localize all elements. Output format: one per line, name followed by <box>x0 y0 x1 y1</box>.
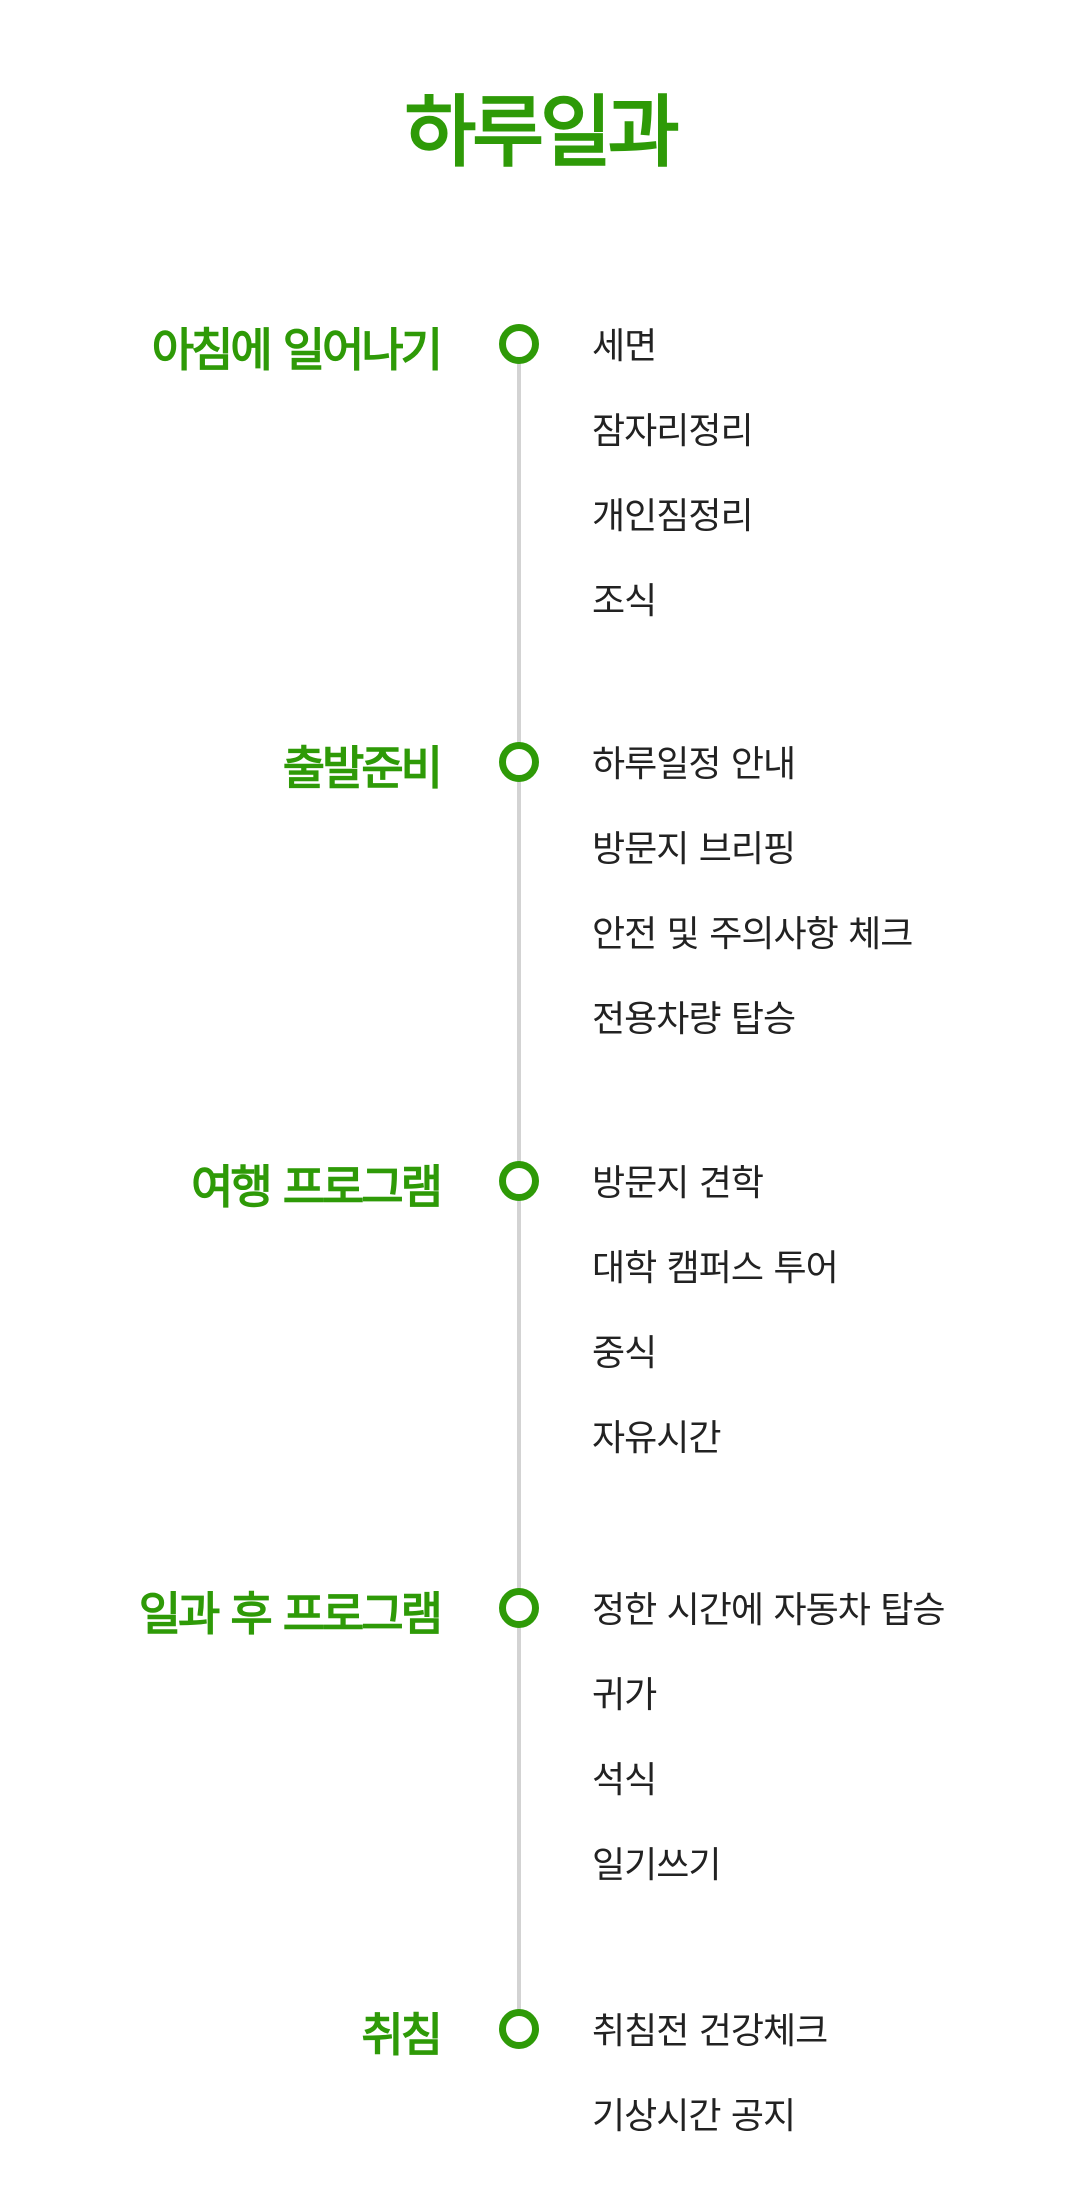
list-item: 조식 <box>592 581 657 622</box>
section-heading: 일과 후 프로그램 <box>138 1587 443 1641</box>
list-item: 정한 시간에 자동차 탑승 <box>592 1590 946 1631</box>
timeline-dot-icon <box>499 2009 539 2049</box>
section-heading: 출발준비 <box>282 741 443 795</box>
list-item: 취침전 건강체크 <box>592 2011 828 2052</box>
page-title: 하루일과 <box>404 88 679 178</box>
list-item: 대학 캠퍼스 투어 <box>592 1248 839 1289</box>
list-item: 일기쓰기 <box>592 1845 721 1886</box>
list-item: 방문지 견학 <box>592 1163 764 1204</box>
list-item: 잠자리정리 <box>592 411 754 452</box>
list-item: 전용차량 탑승 <box>592 999 796 1040</box>
list-item: 중식 <box>592 1333 657 1374</box>
section-heading: 취침 <box>361 2008 443 2062</box>
timeline-dot-icon <box>499 742 539 782</box>
section-heading: 여행 프로그램 <box>191 1160 443 1214</box>
list-item: 석식 <box>592 1760 657 1801</box>
list-item: 귀가 <box>592 1675 657 1716</box>
section-heading: 아침에 일어나기 <box>151 323 443 377</box>
list-item: 방문지 브리핑 <box>592 829 796 870</box>
list-item: 하루일정 안내 <box>592 744 796 785</box>
list-item: 기상시간 공지 <box>592 2096 796 2137</box>
timeline-dot-icon <box>499 324 539 364</box>
list-item: 세면 <box>592 326 657 367</box>
list-item: 안전 및 주의사항 체크 <box>592 914 913 955</box>
list-item: 개인짐정리 <box>592 496 754 537</box>
list-item: 자유시간 <box>592 1418 721 1459</box>
timeline-dot-icon <box>499 1161 539 1201</box>
timeline-dot-icon <box>499 1588 539 1628</box>
